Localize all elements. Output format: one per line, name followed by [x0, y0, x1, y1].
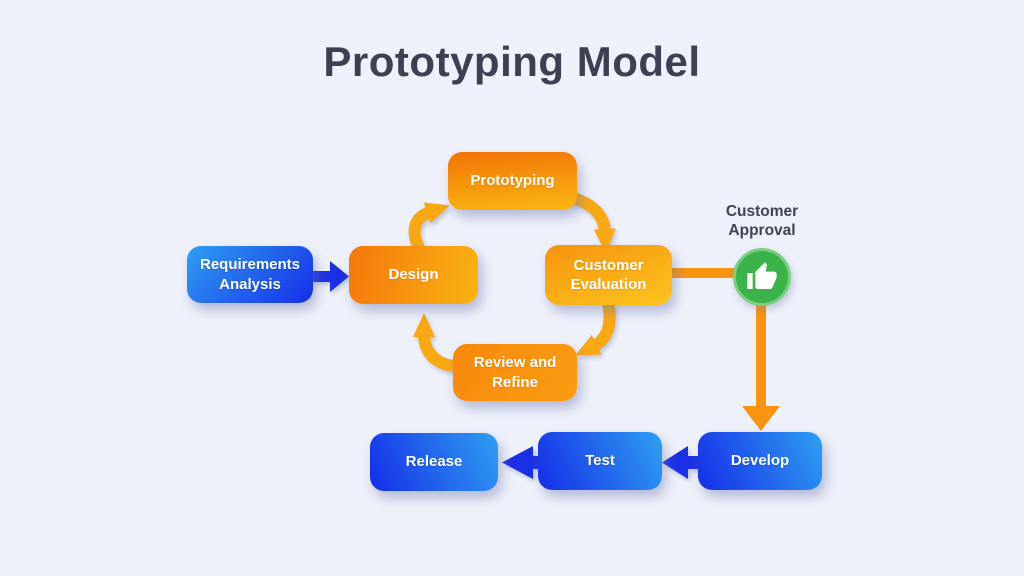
- node-label: Release: [405, 453, 463, 471]
- node-requirements-analysis: Requirements Analysis: [187, 246, 313, 303]
- node-label: Test: [585, 452, 615, 470]
- node-release: Release: [370, 433, 498, 491]
- node-develop: Develop: [698, 432, 822, 490]
- node-prototyping: Prototyping: [448, 152, 577, 210]
- arrow-test-to-release: [502, 446, 540, 479]
- node-label: Design: [388, 266, 439, 284]
- node-customer-evaluation: Customer Evaluation: [545, 245, 672, 305]
- arrow-review-to-design: [413, 313, 459, 372]
- page-title: Prototyping Model: [323, 38, 701, 85]
- node-test: Test: [538, 432, 662, 490]
- node-label: Review and Refine: [473, 354, 557, 391]
- node-label: Develop: [730, 452, 790, 470]
- node-label: Requirements Analysis: [199, 256, 301, 293]
- node-review-and-refine: Review and Refine: [453, 344, 577, 401]
- node-label: Prototyping: [470, 172, 555, 190]
- arrow-develop-to-test: [662, 446, 700, 479]
- arrow-approval-to-develop: [742, 406, 780, 431]
- arrow-requirements-to-design: [311, 261, 349, 292]
- node-design: Design: [349, 246, 478, 304]
- customer-approval-badge: [733, 248, 791, 306]
- arrow-evaluation-to-review: [575, 301, 616, 356]
- thumbs-up-icon: [747, 262, 777, 289]
- node-label: Customer Evaluation: [570, 256, 647, 293]
- customer-approval-label: Customer Approval: [725, 203, 799, 239]
